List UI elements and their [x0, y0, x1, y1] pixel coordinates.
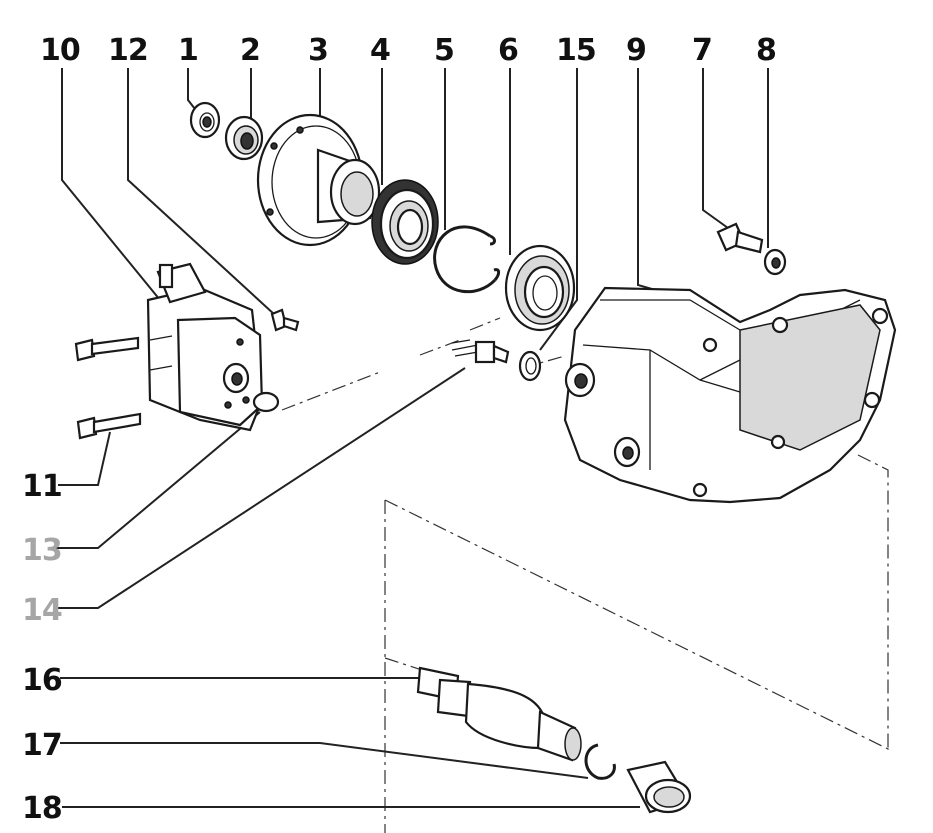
part-14-switch	[451, 339, 510, 364]
label-14: 14	[22, 593, 62, 628]
label-1: 1	[178, 33, 198, 68]
label-10: 10	[40, 33, 80, 68]
part-3-flange	[256, 113, 381, 247]
label-9: 9	[626, 33, 646, 68]
label-6: 6	[498, 33, 518, 68]
part-13-o-ring	[252, 391, 280, 413]
part-12-screw	[270, 308, 300, 332]
part-8-washer	[763, 248, 787, 276]
part-1-nut	[189, 101, 221, 139]
dash-lines	[281, 317, 891, 833]
part-9-cover	[563, 286, 897, 504]
label-13: 13	[22, 533, 62, 568]
part-17-clip	[584, 743, 616, 780]
leader-lines	[56, 68, 769, 808]
part-5-circlip	[433, 225, 501, 294]
part-4-oil-seal	[371, 179, 439, 265]
label-4: 4	[370, 33, 390, 68]
label-17: 17	[22, 728, 62, 763]
part-6-bearing	[504, 244, 576, 332]
label-11: 11	[22, 469, 62, 504]
part-18-sleeve	[626, 760, 692, 814]
part-16-shaft	[416, 666, 582, 762]
part-11-bolts	[74, 336, 142, 440]
label-12: 12	[108, 33, 148, 68]
label-3: 3	[308, 33, 328, 68]
label-15: 15	[556, 33, 596, 68]
part-15-o-ring	[518, 350, 542, 382]
label-18: 18	[22, 791, 62, 826]
label-2: 2	[240, 33, 260, 68]
label-7: 7	[692, 33, 712, 68]
label-8: 8	[756, 33, 776, 68]
callout-labels: 10 12 1 2 3 4 5 6 15 9 7 8 11 13 14 16 1…	[22, 33, 777, 826]
label-5: 5	[434, 33, 454, 68]
part-7-bolt	[716, 222, 764, 254]
part-10-housing	[146, 262, 264, 432]
part-2-washer	[224, 115, 264, 161]
label-16: 16	[22, 663, 62, 698]
